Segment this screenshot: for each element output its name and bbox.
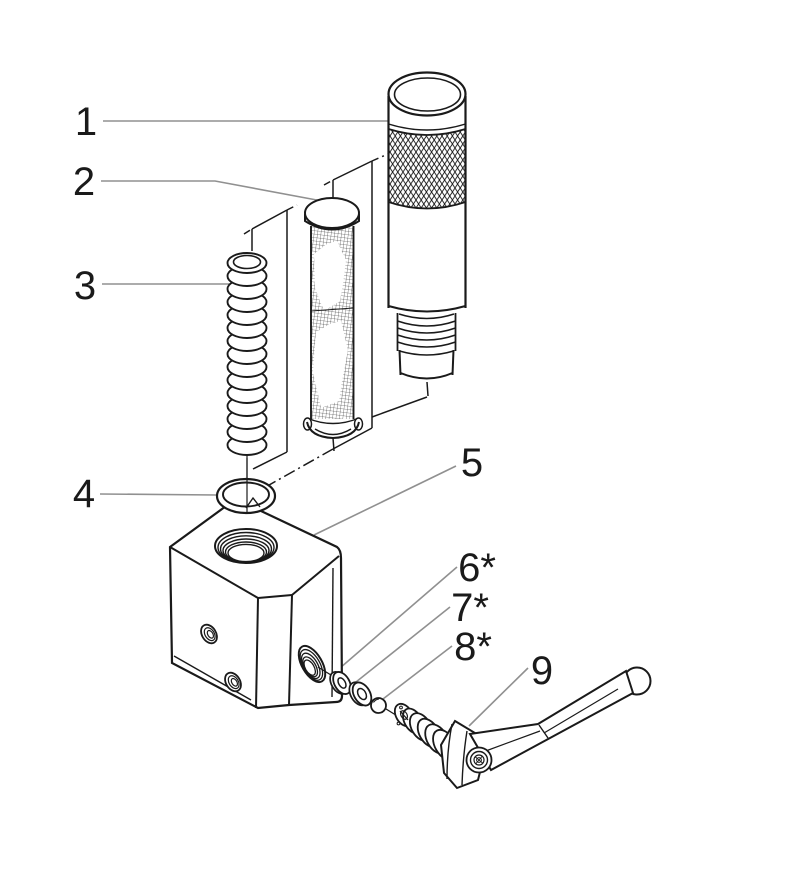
callout-label-4: 4 [73, 472, 95, 516]
part-lever-valve [393, 666, 652, 790]
callout-label-5: 5 [461, 441, 483, 485]
callout-label-6: 6* [458, 546, 496, 590]
leader-7 [355, 606, 451, 683]
part-o-ring [215, 458, 277, 515]
callout-labels: 1 2 3 4 5 6* 7* 8* 9 [73, 100, 553, 693]
leader-4 [99, 493, 218, 496]
leader-lines [99, 120, 529, 727]
phantom-planes [243, 153, 428, 490]
part-coil-spring [226, 252, 268, 456]
callout-label-3: 3 [74, 264, 96, 308]
part-ball [370, 697, 387, 714]
part-washer-7 [348, 681, 373, 707]
callout-label-9: 9 [531, 649, 553, 693]
leader-9 [468, 667, 529, 727]
part-knurled-cap-plug [387, 71, 467, 397]
leader-2 [101, 180, 323, 202]
callout-label-2: 2 [73, 160, 95, 204]
part-washer-6 [329, 671, 352, 695]
part-valve-body [168, 500, 344, 710]
callout-label-8: 8* [454, 625, 492, 669]
leader-5 [313, 465, 457, 536]
callout-label-7: 7* [451, 586, 489, 630]
leader-8 [382, 645, 453, 700]
leader-6 [339, 566, 458, 669]
part-filter-screen [302, 197, 364, 452]
callout-label-1: 1 [75, 100, 97, 144]
